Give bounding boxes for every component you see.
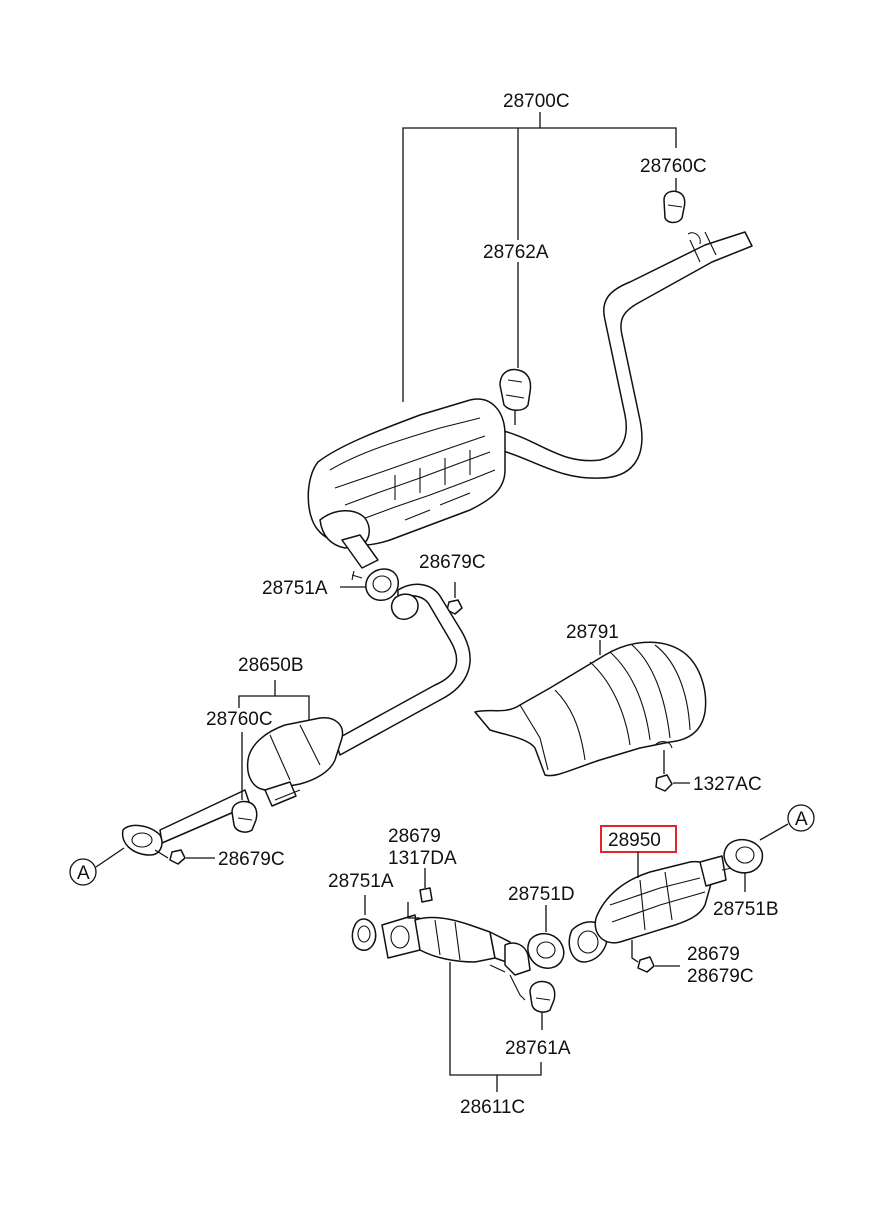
- label-28760C-top: 28760C: [640, 156, 707, 177]
- reference-A-right: A: [759, 804, 815, 841]
- label-1327AC: 1327AC: [693, 774, 762, 795]
- catalytic-converter-28950[interactable]: [568, 855, 733, 963]
- rubber-hanger-28762A[interactable]: [499, 368, 532, 425]
- nut-28679C-left[interactable]: 28679C: [154, 849, 285, 870]
- label-28650B: 28650B: [238, 655, 304, 676]
- gasket-28751A-mid[interactable]: 28751A: [262, 568, 399, 601]
- label-28950: 28950: [608, 830, 661, 851]
- rubber-hanger-28760C-left[interactable]: [231, 800, 258, 833]
- label-28679C-mid: 28679C: [419, 552, 486, 573]
- label-28700C: 28700C: [503, 91, 570, 112]
- nut-28679-28679C-low[interactable]: 28679 28679C: [631, 940, 754, 987]
- heat-shield-28791[interactable]: 28791: [474, 622, 707, 777]
- rubber-hanger-28761A[interactable]: 28761A: [505, 980, 571, 1059]
- label-28751A-mid: 28751A: [262, 578, 328, 599]
- nut-1327AC[interactable]: 1327AC: [655, 750, 762, 795]
- gasket-28751B[interactable]: 28751B: [713, 838, 779, 920]
- label-28761A: 28761A: [505, 1038, 571, 1059]
- gasket-28751D[interactable]: 28751D: [508, 884, 575, 969]
- front-pipe-28611C[interactable]: [381, 914, 531, 1001]
- gasket-28751A-low[interactable]: 28751A: [328, 871, 394, 951]
- callout-28700C: 28700C 28760C 28762A: [402, 91, 707, 402]
- callout-28650B: 28650B 28760C: [206, 655, 310, 800]
- label-ref-A-left: A: [77, 863, 90, 884]
- label-28679: 28679: [388, 826, 441, 847]
- bolt-28679-1317DA[interactable]: 28679 1317DA: [388, 826, 457, 919]
- callout-28950: 28950: [600, 825, 677, 878]
- label-28679C-low: 28679C: [687, 966, 754, 987]
- label-28679C-left: 28679C: [218, 849, 285, 870]
- reference-A-left: A: [69, 847, 125, 886]
- label-28751B: 28751B: [713, 899, 779, 920]
- label-28751A-low: 28751A: [328, 871, 394, 892]
- label-28762A: 28762A: [483, 242, 549, 263]
- label-28751D: 28751D: [508, 884, 575, 905]
- label-28611C: 28611C: [460, 1097, 525, 1118]
- label-1317DA: 1317DA: [388, 848, 457, 869]
- label-28760C-left: 28760C: [206, 709, 273, 730]
- center-muffler-pipe-28650B[interactable]: [121, 583, 471, 856]
- rubber-hanger-28760C-top[interactable]: [663, 190, 686, 224]
- label-28791: 28791: [566, 622, 619, 643]
- nut-28679C-mid[interactable]: 28679C: [419, 552, 486, 615]
- label-28679-low: 28679: [687, 944, 740, 965]
- callout-28611C: 28611C: [449, 962, 542, 1118]
- label-ref-A-right: A: [795, 809, 808, 830]
- rear-muffler-assembly[interactable]: [307, 231, 753, 581]
